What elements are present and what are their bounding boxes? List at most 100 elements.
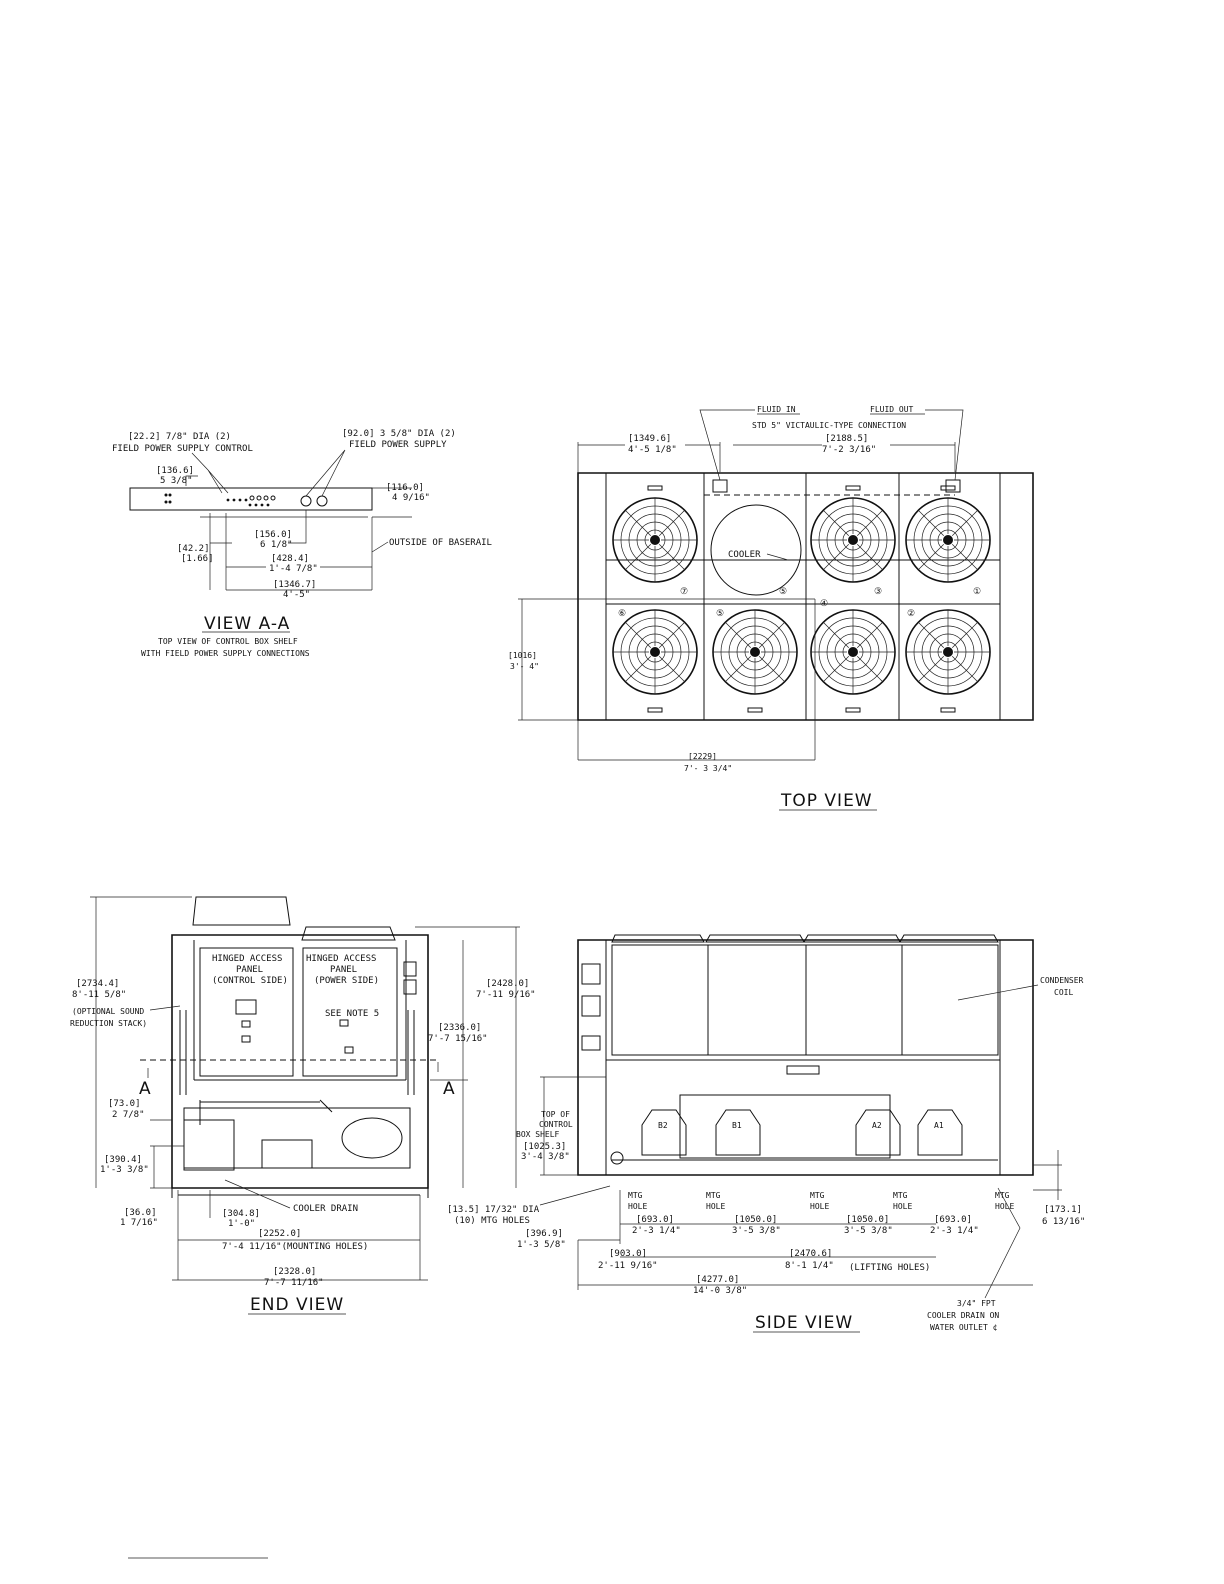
lifting-label: (LIFTING HOLES) [849, 1263, 930, 1273]
dim-13467-mm: [1346.7] [273, 580, 316, 590]
dim-10500-in-a: 3'-5 3/8" [732, 1226, 781, 1236]
dim-42770-in: 14'-0 3/8" [693, 1286, 747, 1296]
panel-right-2: PANEL [330, 965, 357, 975]
end-view: HINGED ACCESS PANEL (CONTROL SIDE) HINGE… [70, 896, 536, 1315]
power-supply-hole-2 [316, 495, 328, 507]
dim-360-in: 1 7/16" [120, 1218, 158, 1228]
view-aa-caption-2: WITH FIELD POWER SUPPLY CONNECTIONS [141, 649, 310, 658]
dim-24280-mm: [2428.0] [486, 979, 529, 989]
dim-3048-in: 1'-0" [228, 1219, 255, 1229]
section-a-right: A [443, 1079, 456, 1099]
dim-3969-in: 1'-3 5/8" [517, 1240, 566, 1250]
dim-23360-in: 7'-7 15/16" [428, 1034, 488, 1044]
dim-6930-in-b: 2'-3 1/4" [930, 1226, 979, 1236]
mtg-hole-label: MTG [628, 1191, 643, 1200]
panel-left-3: (CONTROL SIDE) [212, 976, 288, 986]
mtg-hole-label: MTG [893, 1191, 908, 1200]
dim-21885-mm: [2188.5] [825, 434, 868, 444]
panel-left-2: PANEL [236, 965, 263, 975]
dim-360-mm: [36.0] [124, 1208, 157, 1218]
unit-outline [577, 472, 1034, 721]
dim-3904-mm: [390.4] [104, 1155, 142, 1165]
compressor-label: B1 [732, 1121, 742, 1130]
mtg-hole-label: HOLE [995, 1202, 1014, 1211]
dim-13496-in: 4'-5 1/8" [628, 445, 677, 455]
dim-730-in: 2 7/8" [112, 1110, 145, 1120]
fan-grille [612, 485, 698, 583]
fan-number-1: ① [973, 587, 981, 597]
dim-6930-mm-a: [693.0] [636, 1215, 674, 1225]
panel-left-1: HINGED ACCESS [212, 954, 282, 964]
compressor: B2 [641, 1109, 687, 1156]
view-aa-title: VIEW A-A [204, 614, 290, 634]
fan-grille [712, 609, 798, 713]
dim-730-mm: [73.0] [108, 1099, 141, 1109]
cooler-label: COOLER [728, 550, 761, 560]
compressor: A1 [917, 1109, 963, 1156]
condenser-label-1: CONDENSER [1040, 976, 1084, 985]
mtg-hole-label: MTG [810, 1191, 825, 1200]
fluid-in-label: FLUID IN [757, 405, 796, 414]
dim-2229-mm: [2229] [688, 752, 717, 761]
dim-4284-mm: [428.4] [271, 554, 309, 564]
dim-1731-mm: [173.1] [1044, 1205, 1082, 1215]
drain-label-3: WATER OUTLET ¢ [930, 1323, 998, 1332]
drain-label-1: 3/4" FPT [957, 1299, 996, 1308]
side-view-title: SIDE VIEW [755, 1313, 853, 1333]
callout-right-2: FIELD POWER SUPPLY [349, 440, 447, 450]
control-box-shelf [129, 487, 373, 511]
dim-1366-mm: [136.6] [156, 466, 194, 476]
dim-3969-mm: [396.9] [525, 1229, 563, 1239]
dim-6930-mm-b: [693.0] [934, 1215, 972, 1225]
mtg-hole-label: HOLE [810, 1202, 829, 1211]
fan-number-3: ③ [874, 587, 882, 597]
top-of-1: TOP OF [541, 1110, 570, 1119]
compressor-label: A2 [872, 1121, 882, 1130]
dim-23360-mm: [2336.0] [438, 1023, 481, 1033]
dim-1366-in: 5 3/8" [160, 476, 193, 486]
mtg-hole-label: HOLE [628, 1202, 647, 1211]
callout-left-2: FIELD POWER SUPPLY CONTROL [112, 444, 253, 454]
fan-number-4: ④ [820, 599, 828, 609]
mtg-hole-label: MTG [706, 1191, 721, 1200]
dim-2229-in: 7'- 3 3/4" [684, 764, 732, 773]
terminal-holes [226, 495, 276, 507]
fan-number-7: ⑦ [680, 587, 688, 597]
side-view: CONDENSER COIL B2 B1 A2 A1 TOP OF CONTROL B… [447, 934, 1085, 1333]
power-supply-hole-1 [300, 495, 312, 507]
fan-grille [905, 609, 991, 713]
connection-label: STD 5" VICTAULIC-TYPE CONNECTION [752, 421, 906, 430]
fan-number-2: ② [907, 609, 915, 619]
dim-116-in: 4 9/16" [392, 493, 430, 503]
dim-10253-in: 3'-4 3/8" [521, 1152, 570, 1162]
dim-10253-mm: [1025.3] [523, 1142, 566, 1152]
condenser-label-2: COIL [1054, 988, 1073, 997]
top-of-2: CONTROL [539, 1120, 573, 1129]
baserail-label: OUTSIDE OF BASERAIL [389, 538, 492, 548]
mtg-hole-label: HOLE [706, 1202, 725, 1211]
dim-1016-in: 3'- 4" [510, 662, 539, 671]
end-unit-outline [171, 934, 429, 1189]
fan-number-5b: ⑤ [716, 609, 724, 619]
see-note-label: SEE NOTE 5 [325, 1009, 379, 1019]
dim-3048-mm: [304.8] [222, 1209, 260, 1219]
callout-right-1: [92.0] 3 5/8" DIA (2) [342, 429, 456, 439]
fan-number-5a: ⑤ [779, 587, 787, 597]
dim-422-in: [1.66] [181, 554, 214, 564]
compressor-group: B2 B1 A2 A1 [641, 1109, 963, 1156]
dim-9030-in: 2'-11 9/16" [598, 1261, 658, 1271]
top-of-3: BOX SHELF [516, 1130, 560, 1139]
view-aa-caption-1: TOP VIEW OF CONTROL BOX SHELF [158, 637, 298, 646]
fluid-out-label: FLUID OUT [870, 405, 914, 414]
dim-10500-mm-a: [1050.0] [734, 1215, 777, 1225]
fan-grid [612, 485, 991, 713]
access-panel-control [199, 947, 294, 1077]
callout-left-1: [22.2] 7/8" DIA (2) [128, 432, 231, 442]
dim-23280-mm: [2328.0] [273, 1267, 316, 1277]
compressor-label: B2 [658, 1121, 668, 1130]
dim-42770-mm: [4277.0] [696, 1275, 739, 1285]
dim-1016-mm: [1016] [508, 651, 537, 660]
dim-3904-in: 1'-3 3/8" [100, 1165, 149, 1175]
mtg-hole-dia-2: (10) MTG HOLES [454, 1216, 530, 1226]
